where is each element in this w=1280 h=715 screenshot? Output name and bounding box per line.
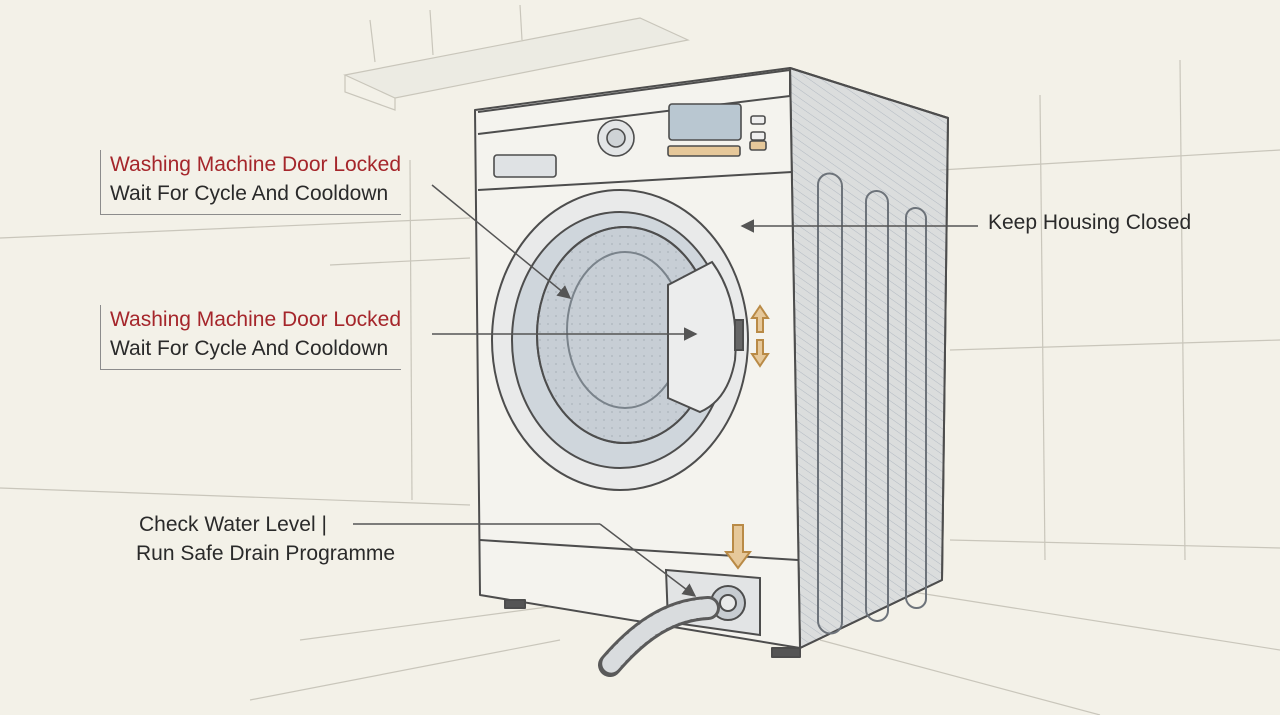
door-locked-callout-top: Washing Machine Door Locked Wait For Cyc… <box>100 150 402 215</box>
detergent-drawer <box>493 154 557 178</box>
up-down-arrow-icon <box>750 304 770 368</box>
down-arrow-icon <box>724 524 752 570</box>
check-water-level-label: Check Water Level | <box>139 513 327 536</box>
display-icon <box>668 103 742 141</box>
room-background <box>0 4 1280 715</box>
door-locked-warning-top: Washing Machine Door Locked <box>110 153 402 176</box>
door-locked-warning-mid: Washing Machine Door Locked <box>110 308 402 331</box>
control-panel <box>493 103 767 178</box>
door-locked-callout-mid: Washing Machine Door Locked Wait For Cyc… <box>100 305 402 370</box>
cooldown-instruction-mid: Wait For Cycle And Cooldown <box>110 337 389 360</box>
drain-callout: Check Water Level | Run Safe Drain Progr… <box>136 510 395 568</box>
leader-lines <box>353 184 978 597</box>
door-assembly <box>491 189 749 491</box>
keep-housing-closed-label: Keep Housing Closed <box>988 211 1192 234</box>
housing-callout: Keep Housing Closed <box>988 208 1191 237</box>
run-drain-programme-label: Run Safe Drain Programme <box>136 542 396 565</box>
door-latch-icon <box>667 260 737 414</box>
cooldown-instruction-top: Wait For Cycle And Cooldown <box>110 182 389 205</box>
